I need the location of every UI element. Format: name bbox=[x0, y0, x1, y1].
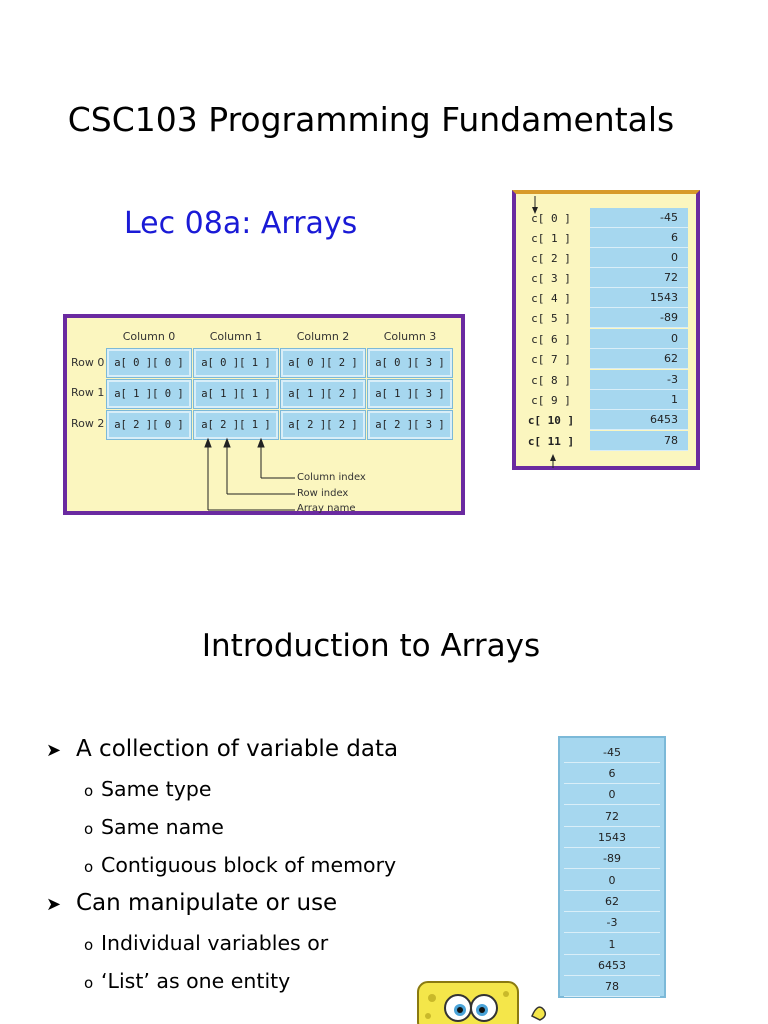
circle-bullet-icon: o bbox=[84, 820, 94, 838]
array-value-cell: 62 bbox=[590, 349, 688, 369]
array-cell: a[ 0 ][ 1 ] bbox=[193, 348, 279, 378]
legend-column-index: Column index bbox=[297, 472, 366, 483]
array-index-label: c[ 11 ] bbox=[527, 435, 575, 448]
array-cell: a[ 2 ][ 2 ] bbox=[280, 410, 366, 440]
array-cell: a[ 1 ][ 1 ] bbox=[193, 379, 279, 409]
array-values-figure: -45 6 0 72 1543 -89 0 62 -3 1 6453 78 bbox=[558, 736, 666, 998]
array-index-label: c[ 6 ] bbox=[531, 333, 571, 346]
array-value-cell: 6453 bbox=[564, 955, 660, 976]
array-value-cell: 0 bbox=[590, 329, 688, 349]
array-value-cell: 1 bbox=[590, 390, 688, 410]
array-cell: a[ 1 ][ 2 ] bbox=[280, 379, 366, 409]
circle-bullet-icon: o bbox=[84, 782, 94, 800]
slide1-title: CSC103 Programming Fundamentals bbox=[67, 100, 675, 139]
arrow-down-icon bbox=[532, 196, 538, 214]
arrow-up-icon bbox=[550, 454, 556, 468]
array-value-cell: 6 bbox=[564, 763, 660, 784]
array-value-cell: -3 bbox=[564, 912, 660, 933]
array-index-label: c[ 5 ] bbox=[531, 312, 571, 325]
slide2-title: Introduction to Arrays bbox=[201, 628, 541, 664]
array-cell: a[ 2 ][ 3 ] bbox=[367, 410, 453, 440]
array-cell: a[ 0 ][ 3 ] bbox=[367, 348, 453, 378]
column-header: Column 0 bbox=[122, 330, 176, 343]
array-value-cell: 72 bbox=[564, 806, 660, 827]
array-cell: a[ 2 ][ 1 ] bbox=[193, 410, 279, 440]
array-value-cell: 0 bbox=[590, 248, 688, 268]
sub-bullet-text: Individual variables or bbox=[101, 931, 329, 955]
sub-bullet-text: ‘List’ as one entity bbox=[101, 969, 291, 993]
array-value-cell: 1 bbox=[564, 934, 660, 955]
cartoon-sponge-icon bbox=[417, 981, 547, 1024]
column-header: Column 1 bbox=[209, 330, 263, 343]
array-index-label: c[ 8 ] bbox=[531, 374, 571, 387]
column-header: Column 2 bbox=[296, 330, 350, 343]
sub-bullet-item: o Contiguous block of memory bbox=[84, 853, 396, 877]
array-value-cell: 1543 bbox=[590, 288, 688, 308]
array-index-label: c[ 2 ] bbox=[531, 252, 571, 265]
slide1-subtitle: Lec 08a: Arrays bbox=[124, 206, 358, 241]
arrow-bullet-icon: ➤ bbox=[46, 740, 62, 761]
array-value-cell: -89 bbox=[564, 848, 660, 869]
one-dimensional-array-figure: c[ 0 ] c[ 1 ] c[ 2 ] c[ 3 ] c[ 4 ] c[ 5 … bbox=[512, 190, 700, 470]
array-index-label: c[ 4 ] bbox=[531, 292, 571, 305]
row-label: Row 2 bbox=[71, 417, 105, 430]
array-cell: a[ 0 ][ 0 ] bbox=[106, 348, 192, 378]
array-value-cell: 0 bbox=[564, 870, 660, 891]
array-index-label: c[ 10 ] bbox=[527, 414, 575, 427]
circle-bullet-icon: o bbox=[84, 974, 94, 992]
array-value-cell: 78 bbox=[564, 976, 660, 997]
array-value-cell: -45 bbox=[564, 742, 660, 763]
bullet-text: Can manipulate or use bbox=[76, 890, 338, 916]
array-index-label: c[ 7 ] bbox=[531, 353, 571, 366]
array-value-cell: -89 bbox=[590, 308, 688, 328]
index-pointer-lines bbox=[204, 437, 295, 511]
sub-bullet-text: Contiguous block of memory bbox=[101, 853, 397, 877]
array-cell: a[ 1 ][ 0 ] bbox=[106, 379, 192, 409]
row-label: Row 1 bbox=[71, 386, 105, 399]
bullet-item: ➤ Can manipulate or use bbox=[46, 890, 337, 916]
bullet-text: A collection of variable data bbox=[76, 736, 399, 762]
sub-bullet-item: o Same type bbox=[84, 777, 211, 801]
array-value-cell: 0 bbox=[564, 784, 660, 805]
circle-bullet-icon: o bbox=[84, 936, 94, 954]
array-value-cell: 72 bbox=[590, 268, 688, 288]
array-value-cell: 6453 bbox=[590, 410, 688, 430]
arrow-bullet-icon: ➤ bbox=[46, 894, 62, 915]
legend-array-name: Array name bbox=[297, 503, 356, 514]
bullet-item: ➤ A collection of variable data bbox=[46, 736, 398, 762]
sub-bullet-text: Same name bbox=[101, 815, 224, 839]
array-cell: a[ 0 ][ 2 ] bbox=[280, 348, 366, 378]
array-value-cell: -45 bbox=[590, 208, 688, 228]
array-value-cell: -3 bbox=[590, 370, 688, 390]
array-value-cell: 6 bbox=[590, 228, 688, 248]
array-index-label: c[ 9 ] bbox=[531, 394, 571, 407]
sub-bullet-item: o ‘List’ as one entity bbox=[84, 969, 290, 993]
array-value-cell: 62 bbox=[564, 891, 660, 912]
array-value-cell: 78 bbox=[590, 431, 688, 451]
sub-bullet-text: Same type bbox=[101, 777, 212, 801]
array-index-label: c[ 1 ] bbox=[531, 232, 571, 245]
legend-row-index: Row index bbox=[297, 488, 349, 499]
array-cell: a[ 2 ][ 0 ] bbox=[106, 410, 192, 440]
array-cell: a[ 1 ][ 3 ] bbox=[367, 379, 453, 409]
circle-bullet-icon: o bbox=[84, 858, 94, 876]
two-dimensional-array-figure: Column 0 Column 1 Column 2 Column 3 Row … bbox=[63, 314, 465, 515]
column-header: Column 3 bbox=[383, 330, 437, 343]
sub-bullet-item: o Same name bbox=[84, 815, 224, 839]
array-index-label: c[ 0 ] bbox=[531, 212, 571, 225]
array-value-cell: 1543 bbox=[564, 827, 660, 848]
row-label: Row 0 bbox=[71, 356, 105, 369]
sub-bullet-item: o Individual variables or bbox=[84, 931, 328, 955]
array-index-label: c[ 3 ] bbox=[531, 272, 571, 285]
